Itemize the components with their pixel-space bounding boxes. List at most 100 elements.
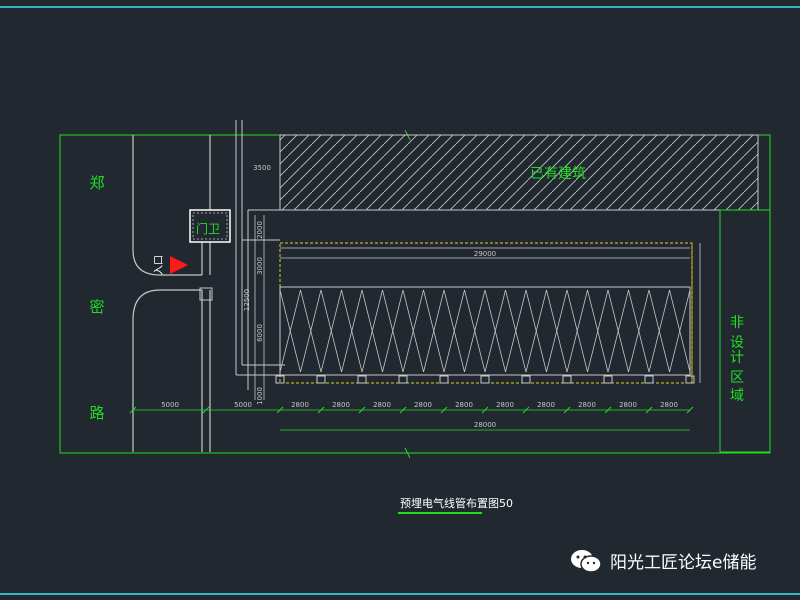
column-post	[685, 375, 695, 384]
drawing-title-scale: 50	[499, 497, 513, 510]
bay-dim-7: 2800	[537, 401, 555, 409]
wechat-icon	[571, 549, 602, 573]
column-post	[357, 375, 367, 384]
road-char-2: 密	[89, 298, 104, 316]
drawing-title-main: 预埋电气线管布置图	[400, 496, 499, 510]
dim-tick	[481, 406, 489, 414]
existing-building-label: 已有建筑	[530, 166, 586, 182]
vdim-6000: 6000	[256, 324, 264, 342]
dim-tick	[604, 406, 612, 414]
break-mark-bottom	[404, 447, 411, 459]
bay-ticks	[129, 406, 694, 414]
dim-tick	[440, 406, 448, 414]
dim-tick	[276, 406, 284, 414]
truss-member	[669, 289, 691, 373]
dim-tick	[645, 406, 653, 414]
dim-tick	[686, 406, 694, 414]
truss-member	[443, 289, 465, 373]
road-name: 郑 密 路	[89, 174, 104, 422]
gatehouse-inner	[192, 212, 228, 240]
truss-member	[300, 289, 322, 373]
gate-post	[199, 287, 213, 301]
panel-array-frame	[279, 286, 691, 376]
frame-top-line	[0, 6, 800, 8]
column-post	[439, 375, 449, 384]
non-design-area-label: 非 设 计 区 域	[730, 315, 744, 404]
column-post	[644, 375, 654, 384]
truss-member	[607, 289, 629, 373]
bay-dim-labels: 2800 2800 2800 2800 2800 2800 2800 2800 …	[161, 164, 678, 429]
bay-dim-3: 2800	[373, 401, 391, 409]
bay-dim-6: 2800	[496, 401, 514, 409]
truss-member	[320, 289, 342, 373]
column-post	[398, 375, 408, 384]
column-post	[521, 375, 531, 384]
non-design-char-1: 非	[730, 315, 744, 331]
gatehouse	[189, 209, 231, 243]
column-post	[603, 375, 613, 384]
truss-member	[566, 289, 588, 373]
vdim-1000: 1000	[256, 387, 264, 405]
bay-dim-8: 2800	[578, 401, 596, 409]
non-design-area	[719, 209, 771, 453]
dim-tick	[563, 406, 571, 414]
column-post	[316, 375, 326, 384]
truss-member	[382, 289, 404, 373]
bay-dim-2: 2800	[332, 401, 350, 409]
truss-member	[484, 289, 506, 373]
left-dim-2: 5000	[234, 401, 252, 409]
column-post	[480, 375, 490, 384]
truss-member	[648, 289, 670, 373]
non-design-char-5: 域	[730, 388, 744, 404]
road-char-1: 郑	[89, 174, 104, 192]
truss-member	[402, 289, 424, 373]
truss-member	[423, 289, 445, 373]
entrance-arrow	[170, 256, 188, 274]
vdim-total: 12500	[243, 289, 251, 311]
truss-member	[525, 289, 547, 373]
vertical-dim-labels: 2000 3000 6000 1000 12500	[243, 221, 264, 405]
truss-member	[587, 289, 609, 373]
truss-member	[546, 289, 568, 373]
road-char-3: 路	[89, 404, 104, 422]
non-design-char-3: 计	[730, 350, 744, 366]
column-post	[562, 375, 572, 384]
non-design-char-4: 区	[730, 370, 744, 386]
vdim-3000: 3000	[256, 257, 264, 275]
bay-dim-9: 2800	[619, 401, 637, 409]
non-design-char-2: 设	[730, 335, 744, 351]
post-group	[275, 375, 695, 384]
bay-dim-1: 2800	[291, 401, 309, 409]
dim-tick	[129, 406, 137, 414]
existing-building	[279, 134, 759, 211]
dim-tick	[317, 406, 325, 414]
truss-member	[628, 289, 650, 373]
total-dim-label: 28000	[474, 421, 496, 429]
gatehouse-label: 门卫	[196, 221, 220, 236]
road-edges	[132, 135, 211, 452]
bay-dim-10: 2800	[660, 401, 678, 409]
watermark-text: 阳光工匠论坛e储能	[610, 553, 757, 573]
truss-member	[505, 289, 527, 373]
bay-dim-4: 2800	[414, 401, 432, 409]
top-inner-dim: 29000	[474, 250, 496, 258]
frame-bottom-line	[0, 593, 800, 595]
dim-tick	[202, 406, 210, 414]
truss-member	[341, 289, 363, 373]
watermark: 阳光工匠论坛e储能	[570, 548, 756, 573]
truss-member	[279, 289, 301, 373]
small-top-dim: 3500	[253, 164, 271, 172]
equipment-area	[279, 242, 693, 384]
truss-group	[279, 289, 691, 373]
dim-tick	[399, 406, 407, 414]
truss-member	[464, 289, 486, 373]
entrance-label: 入口	[154, 255, 165, 275]
left-dim-1: 5000	[161, 401, 179, 409]
truss-member	[361, 289, 383, 373]
bay-dim-5: 2800	[455, 401, 473, 409]
dim-tick	[358, 406, 366, 414]
dim-tick	[522, 406, 530, 414]
vdim-2000: 2000	[256, 221, 264, 239]
column-post	[275, 375, 285, 384]
